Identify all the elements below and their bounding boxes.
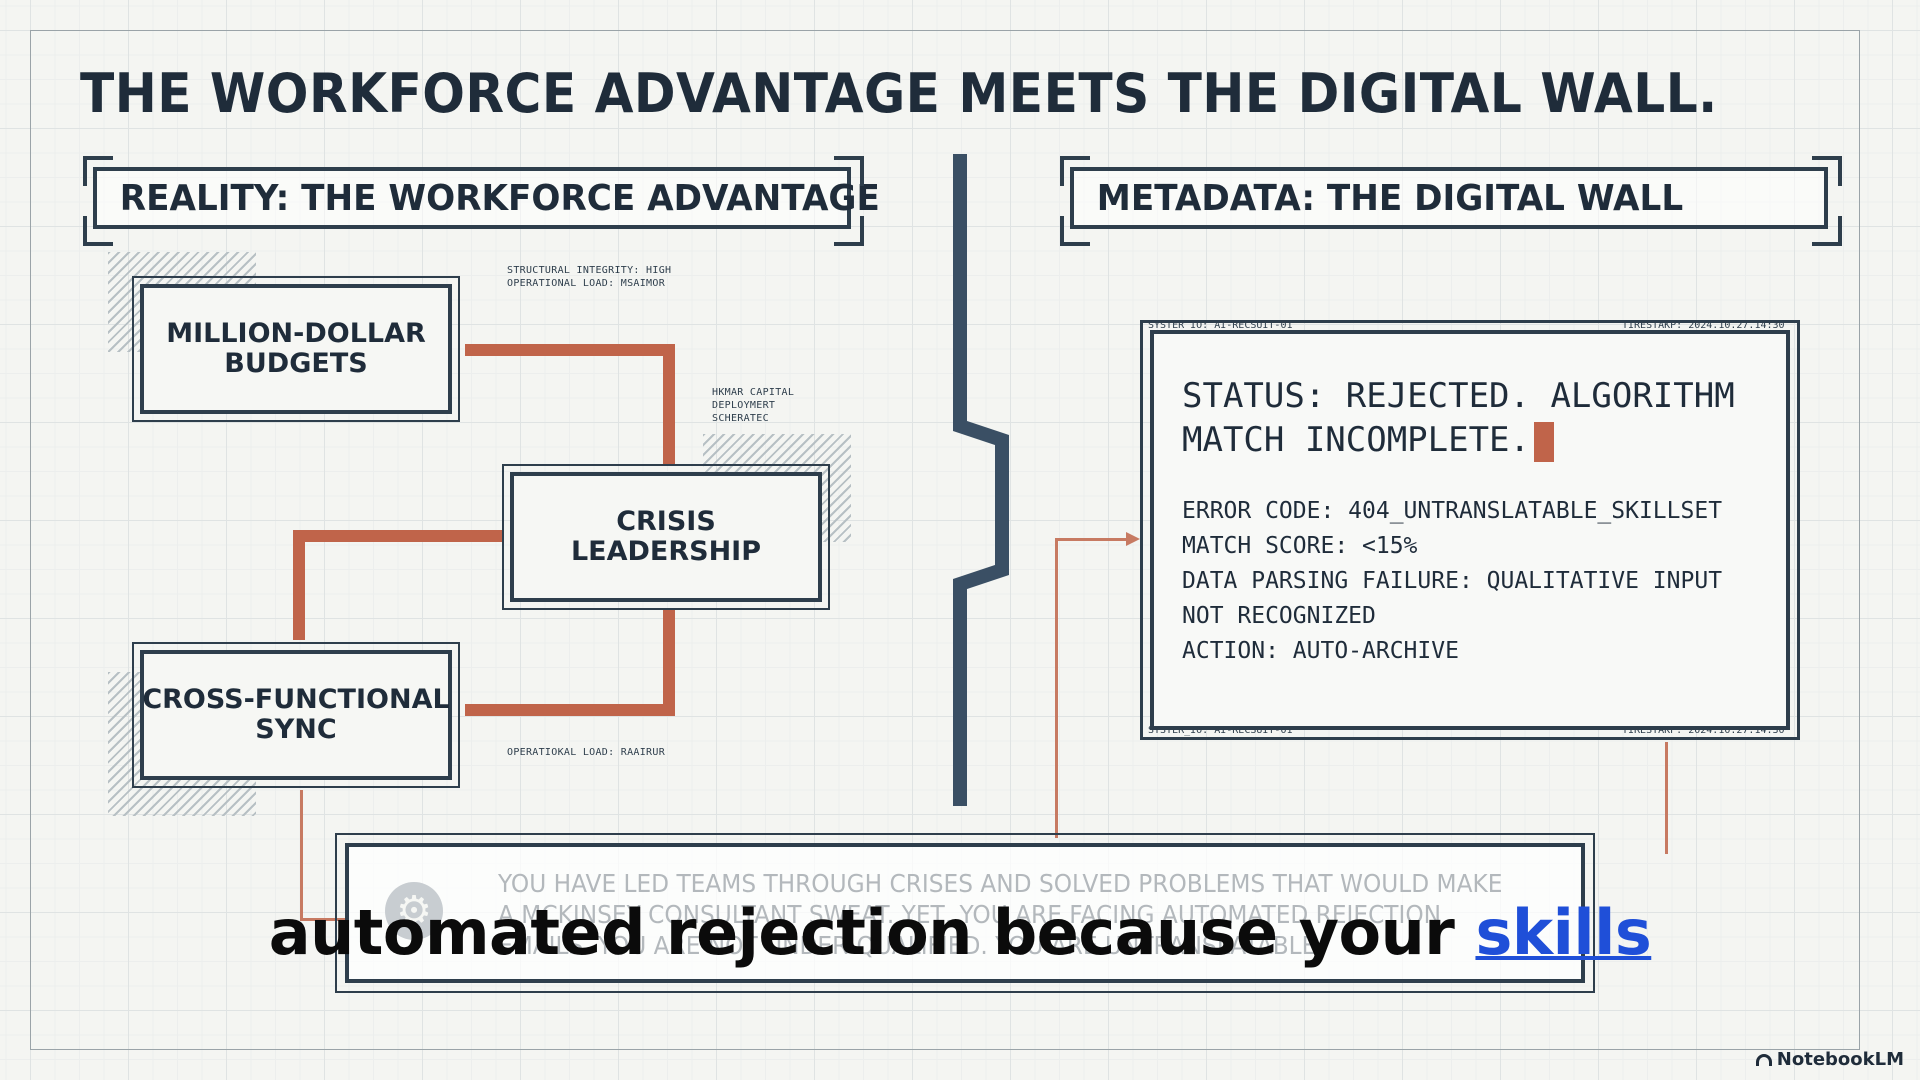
subtitle-caption: automated rejection because your skills [0, 896, 1920, 969]
terminal-panel: STATUS: REJECTED. ALGORITHM MATCH INCOMP… [1140, 320, 1800, 740]
divider-wall [953, 154, 1009, 806]
caption-highlight: skills [1475, 896, 1652, 969]
timestamp: TIRESTAKP: 2024.10.27.14:30 [1622, 320, 1785, 331]
brand-watermark: NotebookLM [1755, 1049, 1904, 1070]
connector-line [1665, 742, 1668, 854]
terminal-lines: ERROR CODE: 404_UNTRANSLATABLE_SKILLSET … [1182, 494, 1722, 669]
blueprint-frame [30, 30, 1860, 1050]
node-label: CRISIS LEADERSHIP [570, 506, 762, 567]
right-header-corner [1060, 216, 1090, 246]
left-header-corner [834, 156, 864, 186]
connector-line [293, 530, 503, 542]
terminal-line: NOT RECOGNIZED [1182, 603, 1376, 629]
system-id-footer: SYSTER_IO: AI-RECSUIT-01 [1148, 725, 1293, 736]
terminal-line: MATCH SCORE: <15% [1182, 533, 1418, 559]
timestamp-footer: TIRESTAKP: 2024.10.27.14:30 [1622, 725, 1785, 736]
connector-line [293, 530, 305, 640]
annotation-operational: OPERATIOKAL LOAD: RAAIRUR [507, 747, 666, 758]
right-header: METADATA: THE DIGITAL WALL [1070, 167, 1828, 229]
left-header-corner [834, 216, 864, 246]
brand-label: NotebookLM [1776, 1049, 1904, 1070]
node-crisis-leadership: CRISIS LEADERSHIP [502, 464, 830, 610]
connector-line [465, 344, 675, 356]
left-header-corner [83, 156, 113, 186]
bottom-panel [335, 833, 1595, 993]
caption-text: automated rejection because your [268, 896, 1455, 969]
annotation-structural: STRUCTURAL INTEGRITY: HIGH OPERATIONAL L… [507, 265, 672, 289]
left-header-corner [83, 216, 113, 246]
node-label: MILLION-DOLLAR BUDGETS [166, 318, 426, 379]
right-header-corner [1812, 216, 1842, 246]
terminal-line: DATA PARSING FAILURE: QUALITATIVE INPUT [1182, 568, 1723, 594]
right-header-corner [1812, 156, 1842, 186]
annotation-capital: HKMAR CAPITAL DEPLOYMERT SCHERATEC [712, 387, 795, 424]
node-million-dollar-budgets: MILLION-DOLLAR BUDGETS [132, 276, 460, 422]
system-id: SYSTER_IO: AI-RECSUIT-01 [1148, 320, 1293, 331]
terminal-status: STATUS: REJECTED. ALGORITHM MATCH INCOMP… [1182, 376, 1735, 462]
bottom-panel-text: YOU HAVE LED TEAMS THROUGH CRISES AND SO… [498, 869, 1503, 960]
terminal-line: ERROR CODE: 404_UNTRANSLATABLE_SKILLSET [1182, 498, 1723, 524]
right-header-label: METADATA: THE DIGITAL WALL [1096, 177, 1684, 219]
page-title: THE WORKFORCE ADVANTAGE MEETS THE DIGITA… [80, 62, 1718, 125]
notebooklm-logo-icon [1755, 1054, 1772, 1066]
connector-line [300, 918, 345, 921]
connector-line [465, 704, 675, 716]
node-cross-functional-sync: CROSS-FUNCTIONAL SYNC [132, 642, 460, 788]
connector-line [300, 790, 303, 920]
connector-line [1055, 538, 1058, 838]
right-header-corner [1060, 156, 1090, 186]
left-header-label: REALITY: THE WORKFORCE ADVANTAGE [119, 177, 880, 219]
arrow-head-icon [1126, 532, 1140, 546]
connector-line [1055, 538, 1133, 541]
gear-icon: ⚙ [385, 882, 443, 940]
cursor-block [1534, 421, 1554, 462]
node-label: CROSS-FUNCTIONAL SYNC [142, 684, 450, 745]
connector-line [663, 610, 675, 716]
terminal-line: ACTION: AUTO-ARCHIVE [1182, 638, 1459, 664]
left-header: REALITY: THE WORKFORCE ADVANTAGE [93, 167, 880, 229]
connector-line [663, 344, 675, 464]
